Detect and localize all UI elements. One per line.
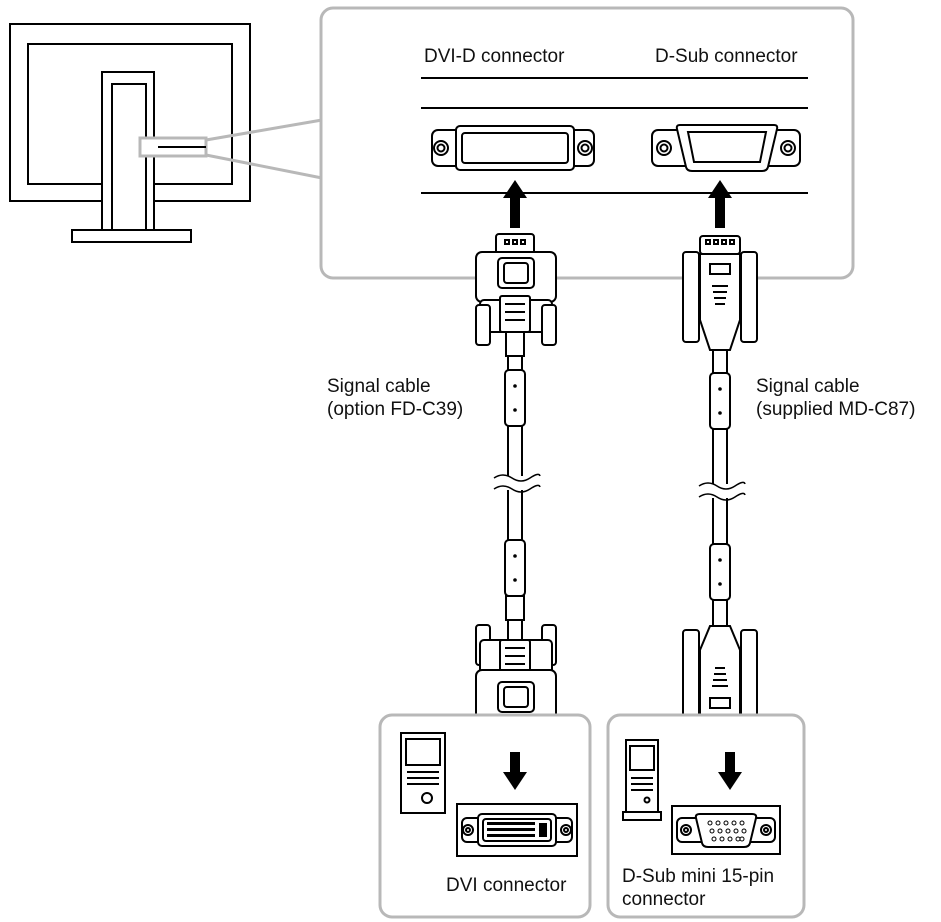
pc-tower-icon [622,739,662,821]
dvi-pins [487,822,547,837]
arrow-up-icon [503,180,732,228]
signal-cable-right-supplied: (supplied MD-C87) [756,399,916,420]
callout-lines [205,118,323,180]
d-sub-mini-pins [707,820,747,842]
monitor-rear-view [9,23,251,243]
dsub-mini-label-connector: connector [622,889,706,910]
d-sub-port-icon [651,124,801,172]
signal-cable-left-option: (option FD-C39) [327,399,464,420]
pc-dsub-panel [606,713,806,919]
signal-cable-right-label: Signal cable [756,376,860,397]
dvi-d-connector-label: DVI-D connector [424,46,565,67]
arrow-down-icon [503,752,527,790]
pc-dvi-panel [378,713,592,919]
monitor-connector-panel [319,6,855,280]
pc-tower-icon [400,732,446,814]
dsub-mini-label: D-Sub mini 15-pin [622,866,775,887]
signal-cable-left-label: Signal cable [327,376,431,397]
dvi-connector-label: DVI connector [446,875,567,896]
dvi-d-port-icon [431,125,595,171]
dsub-signal-cable [682,235,758,737]
dvi-signal-cable [475,233,557,739]
d-sub-connector-label: D-Sub connector [655,46,798,67]
arrow-down-icon [718,752,742,790]
